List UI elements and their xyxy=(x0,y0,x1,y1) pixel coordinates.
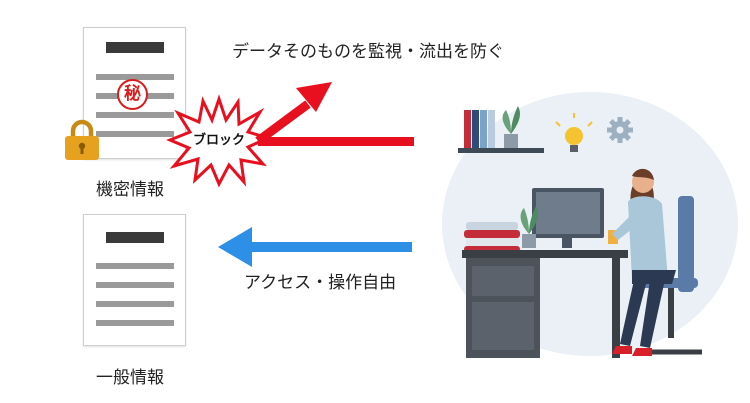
blue-access-arrow xyxy=(218,227,412,267)
gear-icon xyxy=(607,117,633,143)
doc-text-line xyxy=(96,320,174,326)
padlock-icon xyxy=(65,119,99,160)
caption-top: データそのものを監視・流出を防ぐ xyxy=(232,42,504,62)
doc-text-line xyxy=(96,112,174,118)
red-block-arrow xyxy=(255,82,414,146)
general-document xyxy=(83,214,186,346)
general-label: 一般情報 xyxy=(96,368,164,388)
doc-title-bar xyxy=(106,42,164,53)
office-worker-illustration xyxy=(442,92,738,358)
doc-text-line xyxy=(96,282,174,288)
doc-title-bar xyxy=(106,232,164,243)
secret-stamp-icon: 秘 xyxy=(117,79,148,110)
block-label: ブロック xyxy=(192,133,245,148)
doc-text-line xyxy=(96,131,174,137)
doc-text-line xyxy=(96,74,174,80)
lightbulb-icon xyxy=(555,113,593,152)
doc-text-line xyxy=(96,263,174,269)
secret-stamp-text: 秘 xyxy=(124,84,141,104)
confidential-label: 機密情報 xyxy=(96,180,164,200)
caption-bottom: アクセス・操作自由 xyxy=(244,273,397,293)
doc-text-line xyxy=(96,301,174,307)
explosion-burst-icon xyxy=(166,94,273,188)
